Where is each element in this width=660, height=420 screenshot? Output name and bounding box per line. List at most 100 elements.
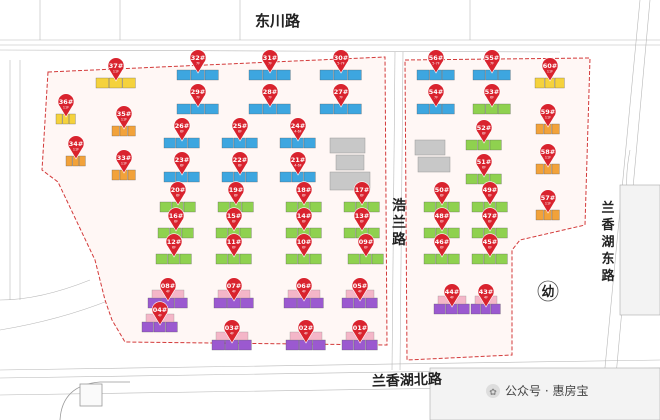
building-marker[interactable]: 37#11F [107,57,125,82]
building-marker[interactable]: 15#6F [225,207,243,232]
building-marker[interactable]: 06#4F [295,277,313,302]
watermark-text: 公众号 · 惠房宝 [505,383,588,398]
building-marker[interactable]: 33#11F [115,149,133,174]
marker-number: 08# [161,282,176,290]
building-unit [309,201,322,213]
building-marker[interactable]: 53#6F [483,83,501,108]
building-marker[interactable]: 48#6F [433,207,451,232]
marker-number: 28# [263,88,278,96]
watermark-icon: ✿ [489,388,497,398]
marker-floors: 11F [545,156,551,160]
building-block [423,253,460,265]
building-marker[interactable]: 52#6F [475,119,493,144]
building-marker[interactable]: 26#6F [173,117,191,142]
building-marker[interactable]: 24#4-6F [289,117,307,142]
building-unit [157,227,170,239]
building-marker[interactable]: 60#11F [541,57,559,82]
marker-pin-icon [539,143,557,168]
building-marker[interactable]: 46#6F [433,233,451,258]
marker-number: 36# [59,98,74,106]
building-block [416,69,455,81]
building-unit [365,297,378,309]
marker-number: 14# [297,212,312,220]
building-unit [187,137,200,149]
building-marker[interactable]: 09#6F [357,233,375,258]
marker-number: 52# [477,124,492,132]
building-marker[interactable]: 08#4F [159,277,177,302]
building-marker[interactable]: 32#7F [189,49,207,74]
marker-floors: 6F [364,246,368,250]
building-marker[interactable]: 25#6F [231,117,249,142]
building-marker[interactable]: 21#4-6F [289,151,307,176]
building-marker[interactable]: 13#6F [353,207,371,232]
building-unit [309,227,322,239]
marker-number: 51# [477,158,492,166]
building-unit [163,171,176,183]
marker-pin-icon [231,117,249,142]
building-unit [221,137,234,149]
building-unit [179,253,192,265]
building-unit [341,297,354,309]
road-label-north: 东川路 [255,12,301,30]
building-marker[interactable]: 11#6F [225,233,243,258]
building-unit [127,169,136,181]
building-unit [465,173,478,185]
building-marker[interactable]: 55#7F [483,49,501,74]
marker-pin-icon [225,233,243,258]
building-marker[interactable]: 35#11F [115,105,133,130]
building-marker[interactable]: 34#11F [67,135,85,160]
building-marker[interactable]: 07#4F [225,277,243,302]
building-unit [141,321,154,333]
building-marker[interactable]: 10#6F [295,233,313,258]
building-marker[interactable]: 01#4F [351,319,369,344]
building-marker[interactable]: 05#4F [351,277,369,302]
building-marker[interactable]: 20#6F [169,181,187,206]
building-block [343,227,380,239]
building-unit [489,139,502,151]
building-unit [319,69,334,81]
building-marker[interactable]: 03#4F [223,319,241,344]
building-marker[interactable]: 58#11F [539,143,557,168]
building-marker[interactable]: 12#6F [165,233,183,258]
building-marker[interactable]: 51#6F [475,153,493,178]
marker-pin-icon [67,135,85,160]
building-marker[interactable]: 19#6F [227,181,245,206]
building-marker[interactable]: 23#6F [173,151,191,176]
building-unit [495,201,508,213]
building-marker[interactable]: 28#7F [261,83,279,108]
building-marker[interactable]: 30#5-7F [332,49,350,74]
building-marker[interactable]: 04#4F [151,301,169,326]
building-marker[interactable]: 36#11F [57,93,75,118]
building-block [217,201,254,213]
marker-pin-icon [353,207,371,232]
building-marker[interactable]: 43#4F [477,283,495,308]
building-marker[interactable]: 31#7F [261,49,279,74]
building-marker[interactable]: 18#6F [295,181,313,206]
building-marker[interactable]: 16#6F [167,207,185,232]
building-marker[interactable]: 50#6F [433,181,451,206]
building-marker[interactable]: 22#6F [231,151,249,176]
building-marker[interactable]: 47#6F [481,207,499,232]
building-marker[interactable]: 17#6F [353,181,371,206]
building-marker[interactable]: 14#6F [295,207,313,232]
building-marker[interactable]: 02#4F [297,319,315,344]
building-marker[interactable]: 27#7F [332,83,350,108]
building-marker[interactable]: 44#4F [443,283,461,308]
marker-pin-icon [477,283,495,308]
building-marker[interactable]: 57#11F [539,189,557,214]
marker-floors: 6F [302,220,306,224]
marker-floors: 11F [545,116,551,120]
marker-floors: 6F [180,164,184,168]
building-marker[interactable]: 59#11F [539,103,557,128]
building-marker[interactable]: 45#6F [481,233,499,258]
building-marker[interactable]: 54#7F [427,83,445,108]
building-marker[interactable]: 56#5-7F [427,49,445,74]
marker-number: 01# [353,324,368,332]
building-block [111,125,136,137]
building-unit [535,123,544,135]
building-marker[interactable]: 29#7F [189,83,207,108]
building-unit [447,227,460,239]
building-unit [187,171,200,183]
building-unit [447,201,460,213]
building-marker[interactable]: 49#6F [481,181,499,206]
